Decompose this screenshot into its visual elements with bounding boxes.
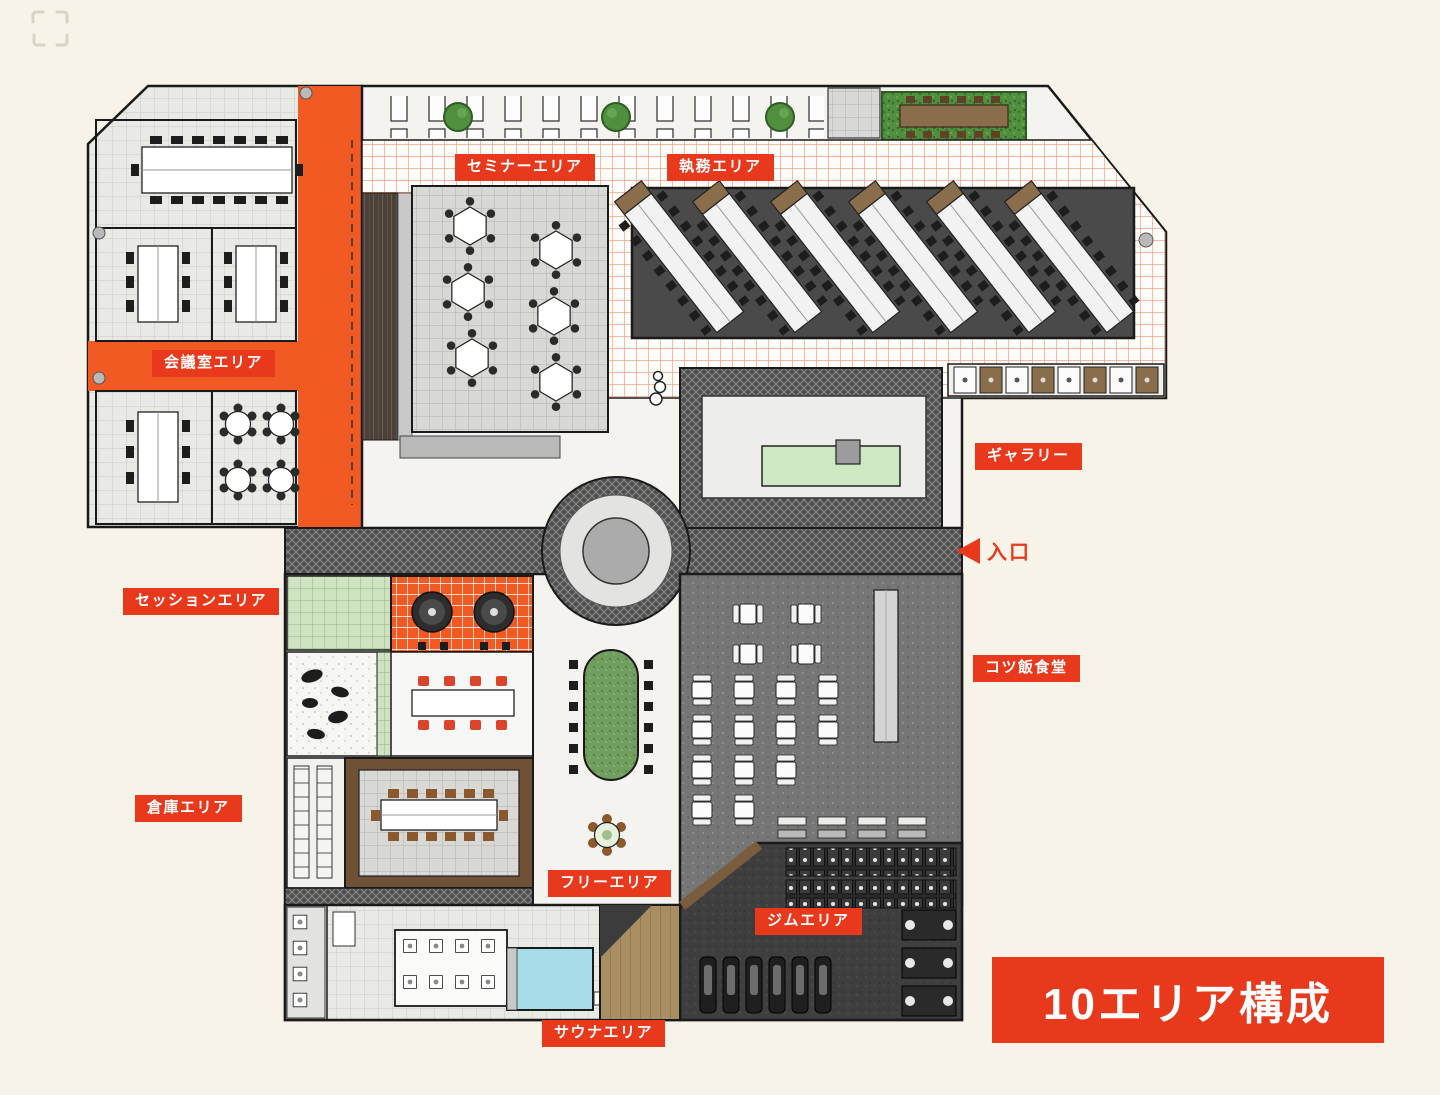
hedge-table xyxy=(881,91,1027,143)
bench-strip xyxy=(374,96,824,138)
gym-area xyxy=(678,841,964,1022)
plants xyxy=(443,102,795,132)
label-meeting-area: 会議室エリア xyxy=(152,350,276,377)
free-area xyxy=(532,576,653,905)
work-area xyxy=(609,177,1139,338)
label-free-area: フリーエリア xyxy=(548,870,672,897)
pool xyxy=(506,947,594,1011)
gallery-room xyxy=(649,367,943,529)
sauna-area xyxy=(283,903,682,1022)
session-area xyxy=(286,575,534,757)
stones xyxy=(301,669,349,740)
conference-table xyxy=(131,136,303,204)
seminar-room xyxy=(411,185,609,433)
label-gallery: ギャラリー xyxy=(975,443,1082,470)
meeting-table xyxy=(126,245,190,323)
label-sauna-area: サウナエリア xyxy=(542,1020,666,1047)
meeting-table xyxy=(126,411,190,503)
plant-table xyxy=(583,649,639,781)
label-work-area: 執務エリア xyxy=(667,154,774,181)
corridor xyxy=(284,476,963,626)
upper-right-block xyxy=(360,84,1168,530)
title-badge: 10エリア構成 xyxy=(992,957,1384,1043)
red-chairs xyxy=(418,676,507,730)
crop-corner-icon xyxy=(31,10,69,47)
columns xyxy=(92,86,313,385)
meeting-table xyxy=(224,245,288,323)
entrance-arrow-icon xyxy=(956,537,980,564)
label-dining-hall: コツ飯食堂 xyxy=(973,655,1080,682)
plant-table-chairs xyxy=(569,660,653,774)
gym-machines xyxy=(901,909,957,1017)
person-figure-icon xyxy=(649,370,667,406)
entrance-indicator: 入口 xyxy=(956,536,1031,565)
label-storage-area: 倉庫エリア xyxy=(135,795,242,822)
locker-row xyxy=(947,363,1165,397)
wood-chairs xyxy=(371,789,508,841)
weight-racks xyxy=(785,879,957,909)
weight-racks xyxy=(785,847,957,877)
entrance-label: 入口 xyxy=(987,542,1031,564)
label-seminar-area: セミナーエリア xyxy=(455,154,595,181)
label-session-area: セッションエリア xyxy=(123,588,280,615)
meeting-area xyxy=(86,84,364,529)
storage-area xyxy=(284,757,534,907)
label-gym-area: ジムエリア xyxy=(755,908,862,935)
